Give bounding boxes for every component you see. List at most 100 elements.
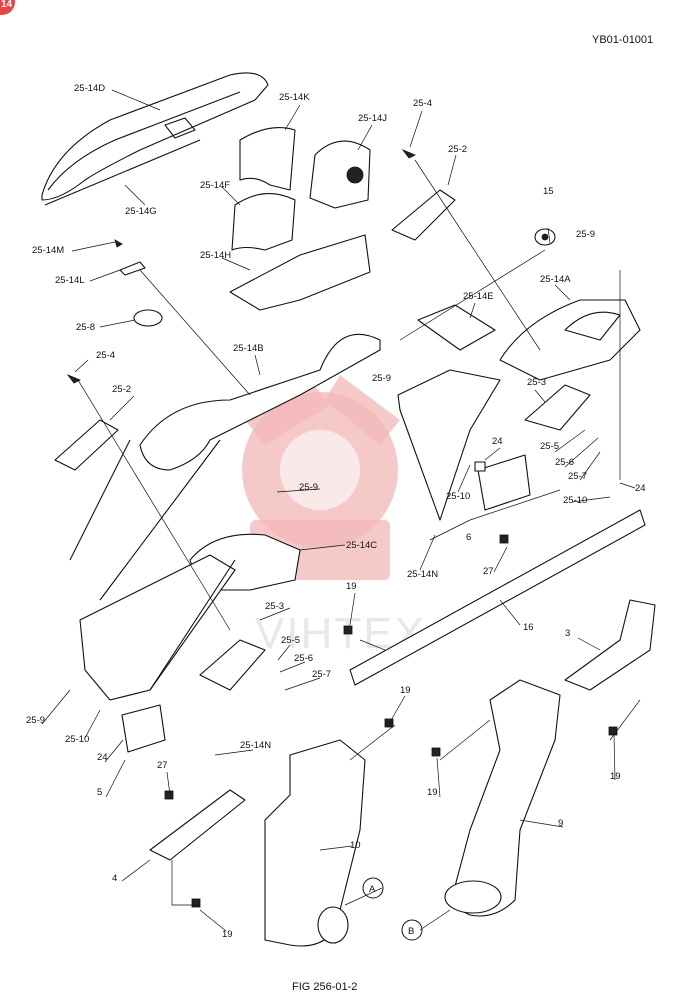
part-25-2-left [54,419,119,471]
part-9-duct [449,679,561,917]
corner-mark: 14 [0,0,15,15]
part-25-14A [499,299,641,381]
label-25-9-top: 25-9 [576,229,595,240]
label-25-14A: 25-14A [540,274,571,285]
label-19-center: 19 [346,581,357,592]
label-25-14E: 25-14E [463,291,494,302]
part-16-rail [349,509,646,686]
label-10: 10 [350,840,361,851]
part-6-bracket [477,454,531,511]
label-3: 3 [565,628,570,639]
label-25-4-left: 25-4 [96,350,115,361]
label-25-7-left: 25-7 [312,669,331,680]
part-25-14J [309,140,371,209]
label-25-5-left: 25-5 [281,635,300,646]
part-main-frame-left [79,554,236,701]
label-25-10-mid: 25-10 [446,491,470,502]
label-25-14C: 25-14C [346,540,377,551]
part-25-8 [133,309,163,327]
label-15: 15 [543,186,554,197]
part-10-outlet [317,906,349,944]
label-25-14N-mid: 25-14N [407,569,438,580]
label-6: 6 [466,532,471,543]
part-frame-rails [69,439,236,691]
callout-a: A [362,877,384,899]
label-5: 5 [97,787,102,798]
label-25-14D: 25-14D [74,83,105,94]
label-25-14K: 25-14K [279,92,310,103]
label-25-6-right: 25-6 [555,457,574,468]
part-25-4-left-screw [66,374,81,384]
label-25-14B: 25-14B [233,343,264,354]
label-16: 16 [523,622,534,633]
label-24-mid: 24 [492,436,503,447]
label-25-4-top: 25-4 [413,98,432,109]
label-9: 9 [558,818,563,829]
part-25-3-right [524,384,591,431]
label-25-14J: 25-14J [358,113,387,124]
bolt-19-a [343,625,353,635]
label-27-left: 27 [157,760,168,771]
label-19-lower: 19 [427,787,438,798]
label-4: 4 [112,873,117,884]
label-25-2-top: 25-2 [448,144,467,155]
part-25-14M [114,239,123,248]
part-25-14F [231,193,296,251]
label-25-14H: 25-14H [200,250,231,261]
part-5-plate [121,704,166,753]
label-25-8: 25-8 [76,322,95,333]
callout-a-text: A [369,884,376,895]
part-25-14B [139,333,381,471]
figure-number: FIG 256-01-2 [292,981,357,993]
label-25-3-right: 25-3 [527,377,546,388]
bolt-19-c [431,747,441,757]
label-19-bottom: 19 [222,929,233,940]
part-25-14L [119,261,146,276]
label-25-9-left: 25-9 [26,715,45,726]
doc-code: YB01-01001 [592,34,653,46]
part-25-14G [44,139,201,206]
part-25-14D [41,72,269,201]
part-9-outlet [444,880,502,914]
part-3-bracket [564,599,656,691]
label-25-10-right: 25-10 [563,495,587,506]
label-27-right: 27 [483,566,494,577]
label-25-14F: 25-14F [200,180,230,191]
label-25-9-center: 25-9 [299,482,318,493]
assembly-leaders [77,159,641,906]
label-25-6-left: 25-6 [294,653,313,664]
label-25-14G: 25-14G [125,206,157,217]
part-labels: 25-14D 25-14K 25-14J 25-4 25-2 25-14F 25… [26,83,646,940]
label-25-5-right: 25-5 [540,441,559,452]
label-19-right: 19 [610,771,621,782]
bolt-19-d [608,726,618,736]
label-25-7-right: 25-7 [568,471,587,482]
label-25-2-left: 25-2 [112,384,131,395]
part-25-14H [229,234,371,311]
part-4-bracket [149,789,246,861]
bolt-19-e [191,898,201,908]
part-25-2-upper [391,189,456,241]
part-25-14K [239,127,296,191]
part-center-duct [397,369,501,521]
watermark-logo: VIHTEX [242,375,424,658]
label-leaders [41,89,636,932]
label-25-14N-left: 25-14N [240,740,271,751]
part-15-hole [541,233,549,241]
bolt-27-b [164,790,174,800]
label-24-right: 24 [635,483,646,494]
label-25-10-left: 25-10 [65,734,89,745]
part-10-duct [264,739,366,947]
label-25-3-left: 25-3 [265,601,284,612]
corner-mark-text: 14 [1,0,13,10]
part-25-4-screw [401,149,416,159]
callout-b-text: B [408,926,414,937]
label-25-14M: 25-14M [32,245,64,256]
part-25-3-left [199,639,266,691]
label-25-14L: 25-14L [55,275,85,286]
bolt-27-a [499,534,509,544]
part-25-14E [417,304,496,351]
label-24-left: 24 [97,752,108,763]
callout-b: B [401,919,423,941]
